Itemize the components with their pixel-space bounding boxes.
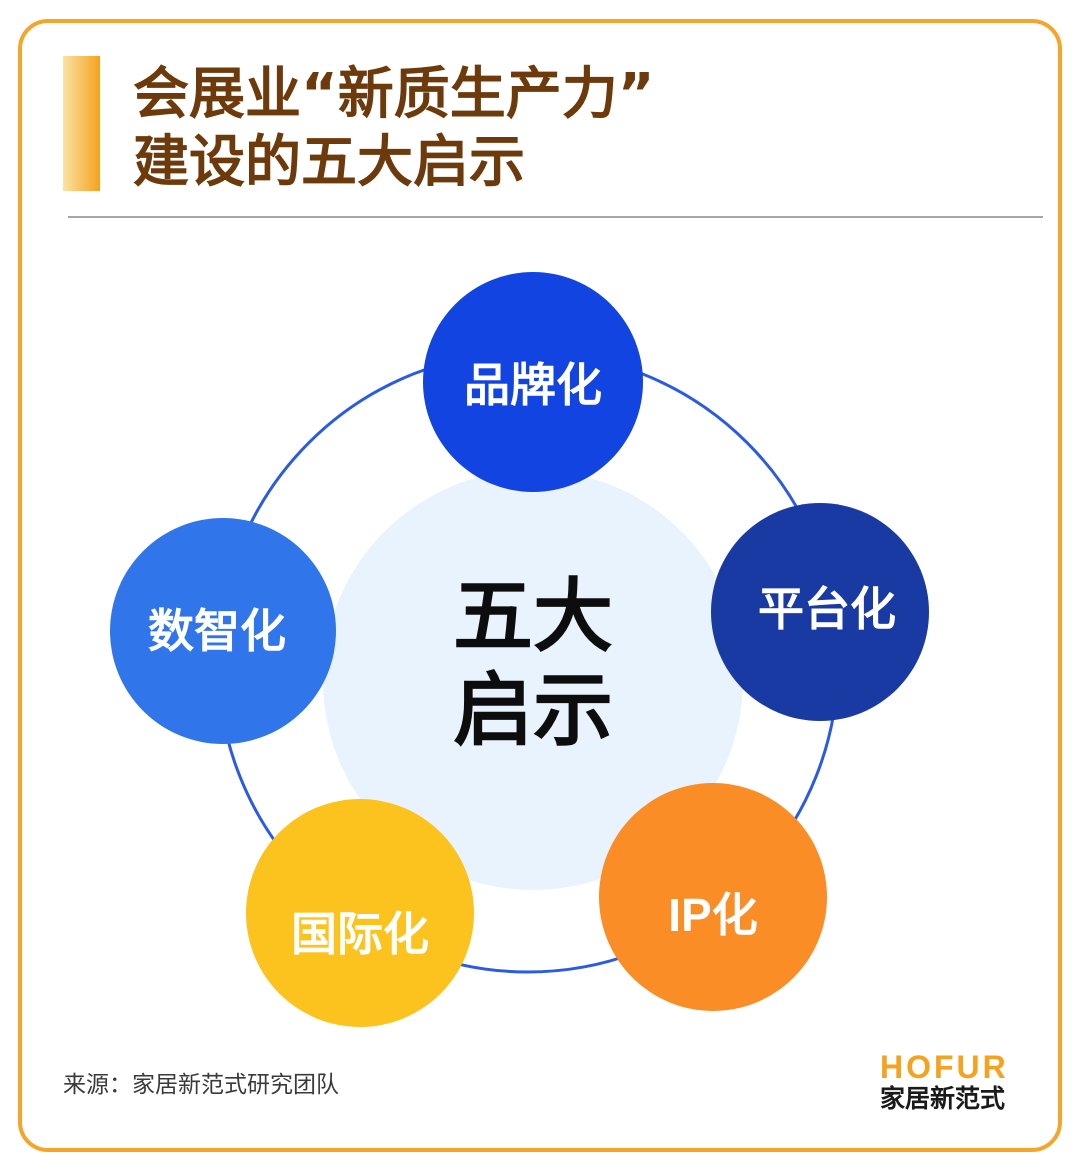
node-brand: 品牌化 <box>423 272 643 492</box>
card-frame <box>18 19 1062 1152</box>
center-label-line-2: 启示 <box>453 664 613 757</box>
title-line-1: 会展业“新质生产力” <box>133 62 655 127</box>
title-divider <box>68 216 1043 218</box>
node-international: 国际化 <box>246 799 474 1027</box>
node-platform: 平台化 <box>711 503 929 721</box>
brand-logo-en: HOFUR <box>880 1049 1009 1085</box>
node-label: 数智化 <box>148 604 286 658</box>
page-title: 会展业“新质生产力” 建设的五大启示 <box>133 61 655 197</box>
node-label: 品牌化 <box>464 358 602 412</box>
node-digital: 数智化 <box>110 518 336 744</box>
center-label-line-1: 五大 <box>453 570 613 663</box>
node-ip: IP化 <box>599 783 827 1011</box>
title-line-2: 建设的五大启示 <box>133 130 525 195</box>
node-label: 国际化 <box>291 907 429 961</box>
title-accent-bar <box>63 56 100 191</box>
brand-logo: HOFUR 家居新范式 <box>880 1051 1020 1117</box>
node-label: 平台化 <box>758 582 896 636</box>
source-note: 来源：家居新范式研究团队 <box>63 1072 339 1098</box>
brand-logo-cn: 家居新范式 <box>880 1084 1006 1113</box>
node-label: IP化 <box>668 889 758 941</box>
center-label: 五大 启示 <box>323 570 743 758</box>
